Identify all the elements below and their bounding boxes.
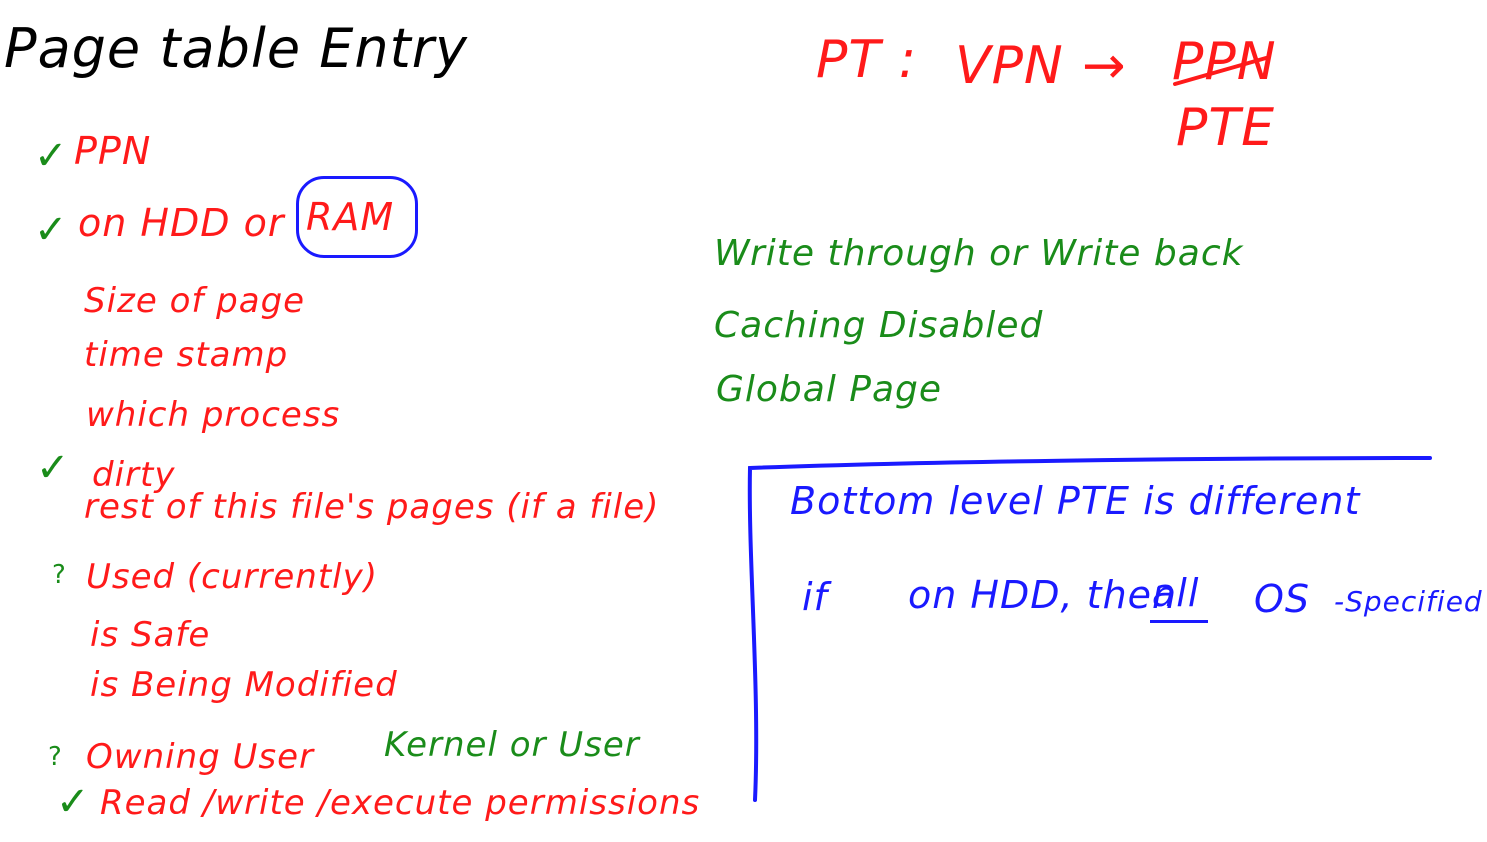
- check-icon: ✓: [56, 779, 90, 825]
- ppn-label: PPN: [1172, 32, 1277, 92]
- box-line-2-spec: -Specified: [1334, 585, 1483, 618]
- vpn-label: VPN: [955, 36, 1064, 96]
- owning-item: Owning User: [86, 737, 314, 777]
- check-icon: ✓: [36, 445, 70, 491]
- pt-label: PT :: [816, 30, 918, 90]
- check-icon: ✓: [34, 207, 68, 253]
- caching-item: Caching Disabled: [714, 305, 1044, 346]
- all-underline: [1150, 620, 1208, 623]
- ram-circle: [296, 176, 418, 258]
- process-item: which process: [86, 395, 341, 435]
- arrow-glyph: →: [1082, 36, 1127, 96]
- location-item: on HDD or: [78, 201, 285, 245]
- question-icon: ?: [52, 560, 66, 590]
- safe-item: is Safe: [90, 615, 211, 655]
- write-item: Write through or Write back: [714, 233, 1244, 274]
- rwx-item: Read /write /execute permissions: [100, 783, 701, 823]
- global-item: Global Page: [716, 369, 943, 410]
- box-line-2-mid: on HDD, then: [908, 573, 1178, 617]
- pte-label: PTE: [1176, 98, 1275, 158]
- question-icon: ?: [48, 742, 62, 772]
- check-icon: ✓: [34, 133, 68, 179]
- ppn-item: PPN: [74, 129, 152, 173]
- dirty-item: dirty: [92, 455, 176, 495]
- page-title: Page table Entry: [4, 17, 468, 80]
- used-item: Used (currently): [86, 557, 379, 597]
- box-line-2-all: all: [1152, 571, 1200, 615]
- rest-item: rest of this file's pages (if a file): [84, 487, 660, 527]
- modified-item: is Being Modified: [90, 665, 398, 705]
- size-item: Size of page: [84, 281, 306, 321]
- box-line-2-if: if: [802, 575, 828, 619]
- timestamp-item: time stamp: [84, 335, 289, 375]
- box-line-2-os: OS: [1254, 577, 1311, 621]
- box-line-1: Bottom level PTE is different: [790, 479, 1361, 523]
- ram-item: RAM: [306, 195, 395, 239]
- kernel-item: Kernel or User: [384, 725, 640, 765]
